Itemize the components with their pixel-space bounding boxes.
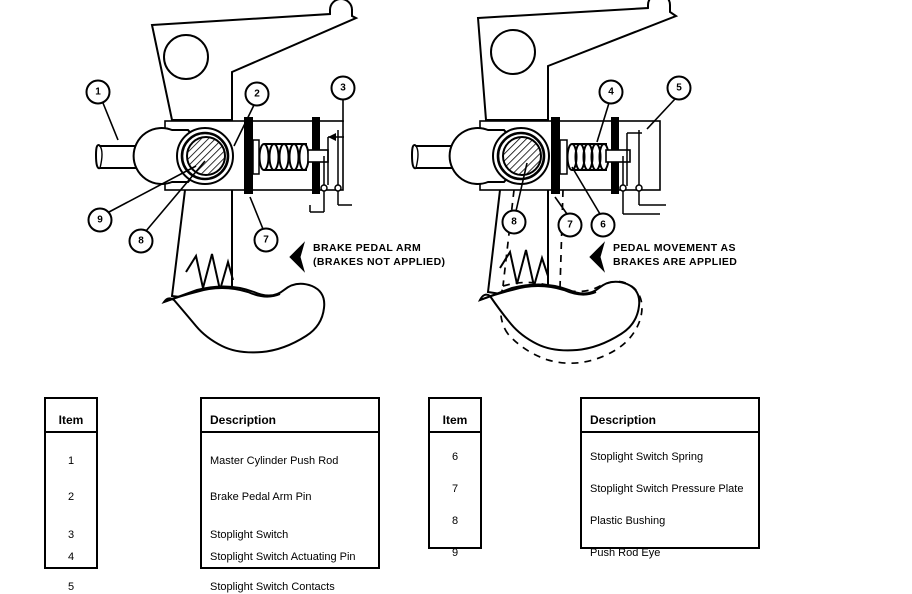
- callout-7-left-label: 7: [263, 235, 269, 246]
- description-cell-8: Plastic Bushing: [590, 515, 666, 527]
- description-cell-2: Brake Pedal Arm Pin: [210, 491, 312, 503]
- item-cell-7: 7: [451, 483, 459, 495]
- stoplight-switch-actuating-pin-right: [605, 149, 631, 163]
- item-cell-5: 5: [67, 581, 75, 593]
- right-arrow-label-line1: PEDAL MOVEMENT AS: [613, 242, 736, 254]
- stoplight-switch-pressure-plate-left: [244, 117, 253, 194]
- item-cell-9: 9: [451, 547, 459, 559]
- description-cell-1: Master Cylinder Push Rod: [210, 455, 339, 467]
- callout-3[interactable]: 3: [330, 75, 356, 101]
- brake-pedal-arm-leg-left: [170, 189, 234, 302]
- contact-terminal-b-right: [635, 184, 643, 192]
- brake-pedal-arm-bracket-right: [476, 0, 679, 121]
- description-cell-6: Stoplight Switch Spring: [590, 451, 704, 463]
- callout-group-right: 4 5 6 7 8: [501, 75, 692, 238]
- item-cell-8: 8: [451, 515, 459, 527]
- description-table-right: Description Stoplight Switch Spring Stop…: [580, 397, 760, 559]
- callout-9[interactable]: 9: [87, 207, 113, 233]
- description-table-left-body: Master Cylinder Push Rod Brake Pedal Arm…: [202, 433, 378, 593]
- brake-pedal-diagram-svg: BRAKE PEDAL ARM (BRAKES NOT APPLIED): [85, 0, 737, 365]
- callout-8-right-label: 8: [511, 217, 517, 228]
- contact-wires-right: [622, 191, 666, 215]
- callout-group-left: 1 2 3 7 8 9: [85, 75, 356, 254]
- description-cell-7: Stoplight Switch Pressure Plate: [590, 483, 744, 495]
- brake-pedal-arm-pin-right: [502, 136, 542, 176]
- callout-6-label: 6: [600, 220, 606, 231]
- break-line-right: [499, 249, 549, 287]
- brake-pedal-arm-pin-left: [186, 136, 226, 176]
- callout-9-label: 9: [97, 215, 103, 226]
- callout-4[interactable]: 4: [598, 79, 624, 105]
- callout-8-left-label: 8: [138, 236, 144, 247]
- description-table-right-header: Description: [582, 399, 758, 433]
- brake-pedal-arm-leg-right: [486, 189, 549, 299]
- item-cell-2: 2: [67, 491, 75, 503]
- callout-1[interactable]: 1: [85, 79, 111, 105]
- description-cell-4: Stoplight Switch Actuating Pin: [210, 551, 356, 563]
- description-cell-5: Stoplight Switch Contacts: [210, 581, 335, 593]
- callout-1-label: 1: [95, 87, 101, 98]
- contact-terminal-a-left: [320, 184, 328, 192]
- callout-5-label: 5: [676, 83, 682, 94]
- stoplight-switch-spring-left: [258, 143, 310, 171]
- description-table-left-header: Description: [202, 399, 378, 433]
- item-cell-6: 6: [451, 451, 459, 463]
- callout-7-left[interactable]: 7: [253, 227, 279, 253]
- contact-wires-left: [309, 191, 352, 213]
- callout-8-left[interactable]: 8: [128, 228, 154, 254]
- contact-terminal-b-left: [334, 184, 342, 192]
- break-line-left: [185, 253, 234, 291]
- callout-2[interactable]: 2: [244, 81, 270, 107]
- technical-diagram-page: BRAKE PEDAL ARM (BRAKES NOT APPLIED): [44, 0, 760, 593]
- item-table-right: Item 6 7 8 9: [428, 397, 482, 559]
- pedal-arm-hole-left: [163, 34, 209, 80]
- item-table-left: Item 1 2 3 4 5: [44, 397, 98, 593]
- description-cell-9: Push Rod Eye: [590, 547, 661, 559]
- leader-lines-right: [515, 98, 676, 215]
- brake-pedal-arm-bracket-left: [150, 0, 359, 121]
- item-table-left-body: 1 2 3 4 5: [46, 433, 96, 593]
- left-arrow-label-line2: (BRAKES NOT APPLIED): [313, 256, 445, 268]
- contact-terminal-a-right: [619, 184, 627, 192]
- description-cell-3: Stoplight Switch: [210, 529, 289, 541]
- right-assembly-view: PEDAL MOVEMENT AS BRAKES ARE APPLIED: [410, 0, 737, 365]
- callout-8-right[interactable]: 8: [501, 209, 527, 235]
- stoplight-switch-contacts-right: [622, 130, 642, 186]
- callout-5[interactable]: 5: [666, 75, 692, 101]
- callout-7-right-label: 7: [567, 220, 573, 231]
- right-arrow-label-line2: BRAKES ARE APPLIED: [613, 256, 737, 268]
- callout-7-right[interactable]: 7: [557, 212, 583, 238]
- pedal-arm-hole-right: [490, 29, 536, 75]
- description-table-left: Description Master Cylinder Push Rod Bra…: [200, 397, 380, 593]
- callout-4-label: 4: [608, 87, 614, 98]
- callout-6[interactable]: 6: [590, 212, 616, 238]
- leader-lines-left: [102, 99, 344, 232]
- item-cell-4: 4: [67, 551, 75, 563]
- brake-pedal-pad-right: [477, 280, 641, 352]
- item-table-right-header: Item: [430, 399, 480, 433]
- left-assembly-view: BRAKE PEDAL ARM (BRAKES NOT APPLIED): [94, 0, 445, 354]
- stoplight-switch-pressure-plate-right: [551, 117, 560, 194]
- item-table-left-header: Item: [46, 399, 96, 433]
- item-cell-1: 1: [67, 455, 75, 467]
- item-cell-3: 3: [67, 529, 75, 541]
- brake-pedal-arm-direction-arrow-left: [289, 241, 306, 273]
- callout-3-label: 3: [340, 83, 346, 94]
- stoplight-switch-contacts-left: [323, 130, 344, 185]
- callout-2-label: 2: [254, 89, 260, 100]
- item-table-right-body: 6 7 8 9: [430, 433, 480, 559]
- pedal-movement-direction-arrow-right: [589, 241, 606, 273]
- brake-pedal-pad-left: [161, 282, 326, 354]
- description-table-right-body: Stoplight Switch Spring Stoplight Switch…: [582, 433, 758, 559]
- stoplight-switch-actuating-pin-left: [307, 149, 329, 163]
- left-arrow-label-line1: BRAKE PEDAL ARM: [313, 242, 421, 254]
